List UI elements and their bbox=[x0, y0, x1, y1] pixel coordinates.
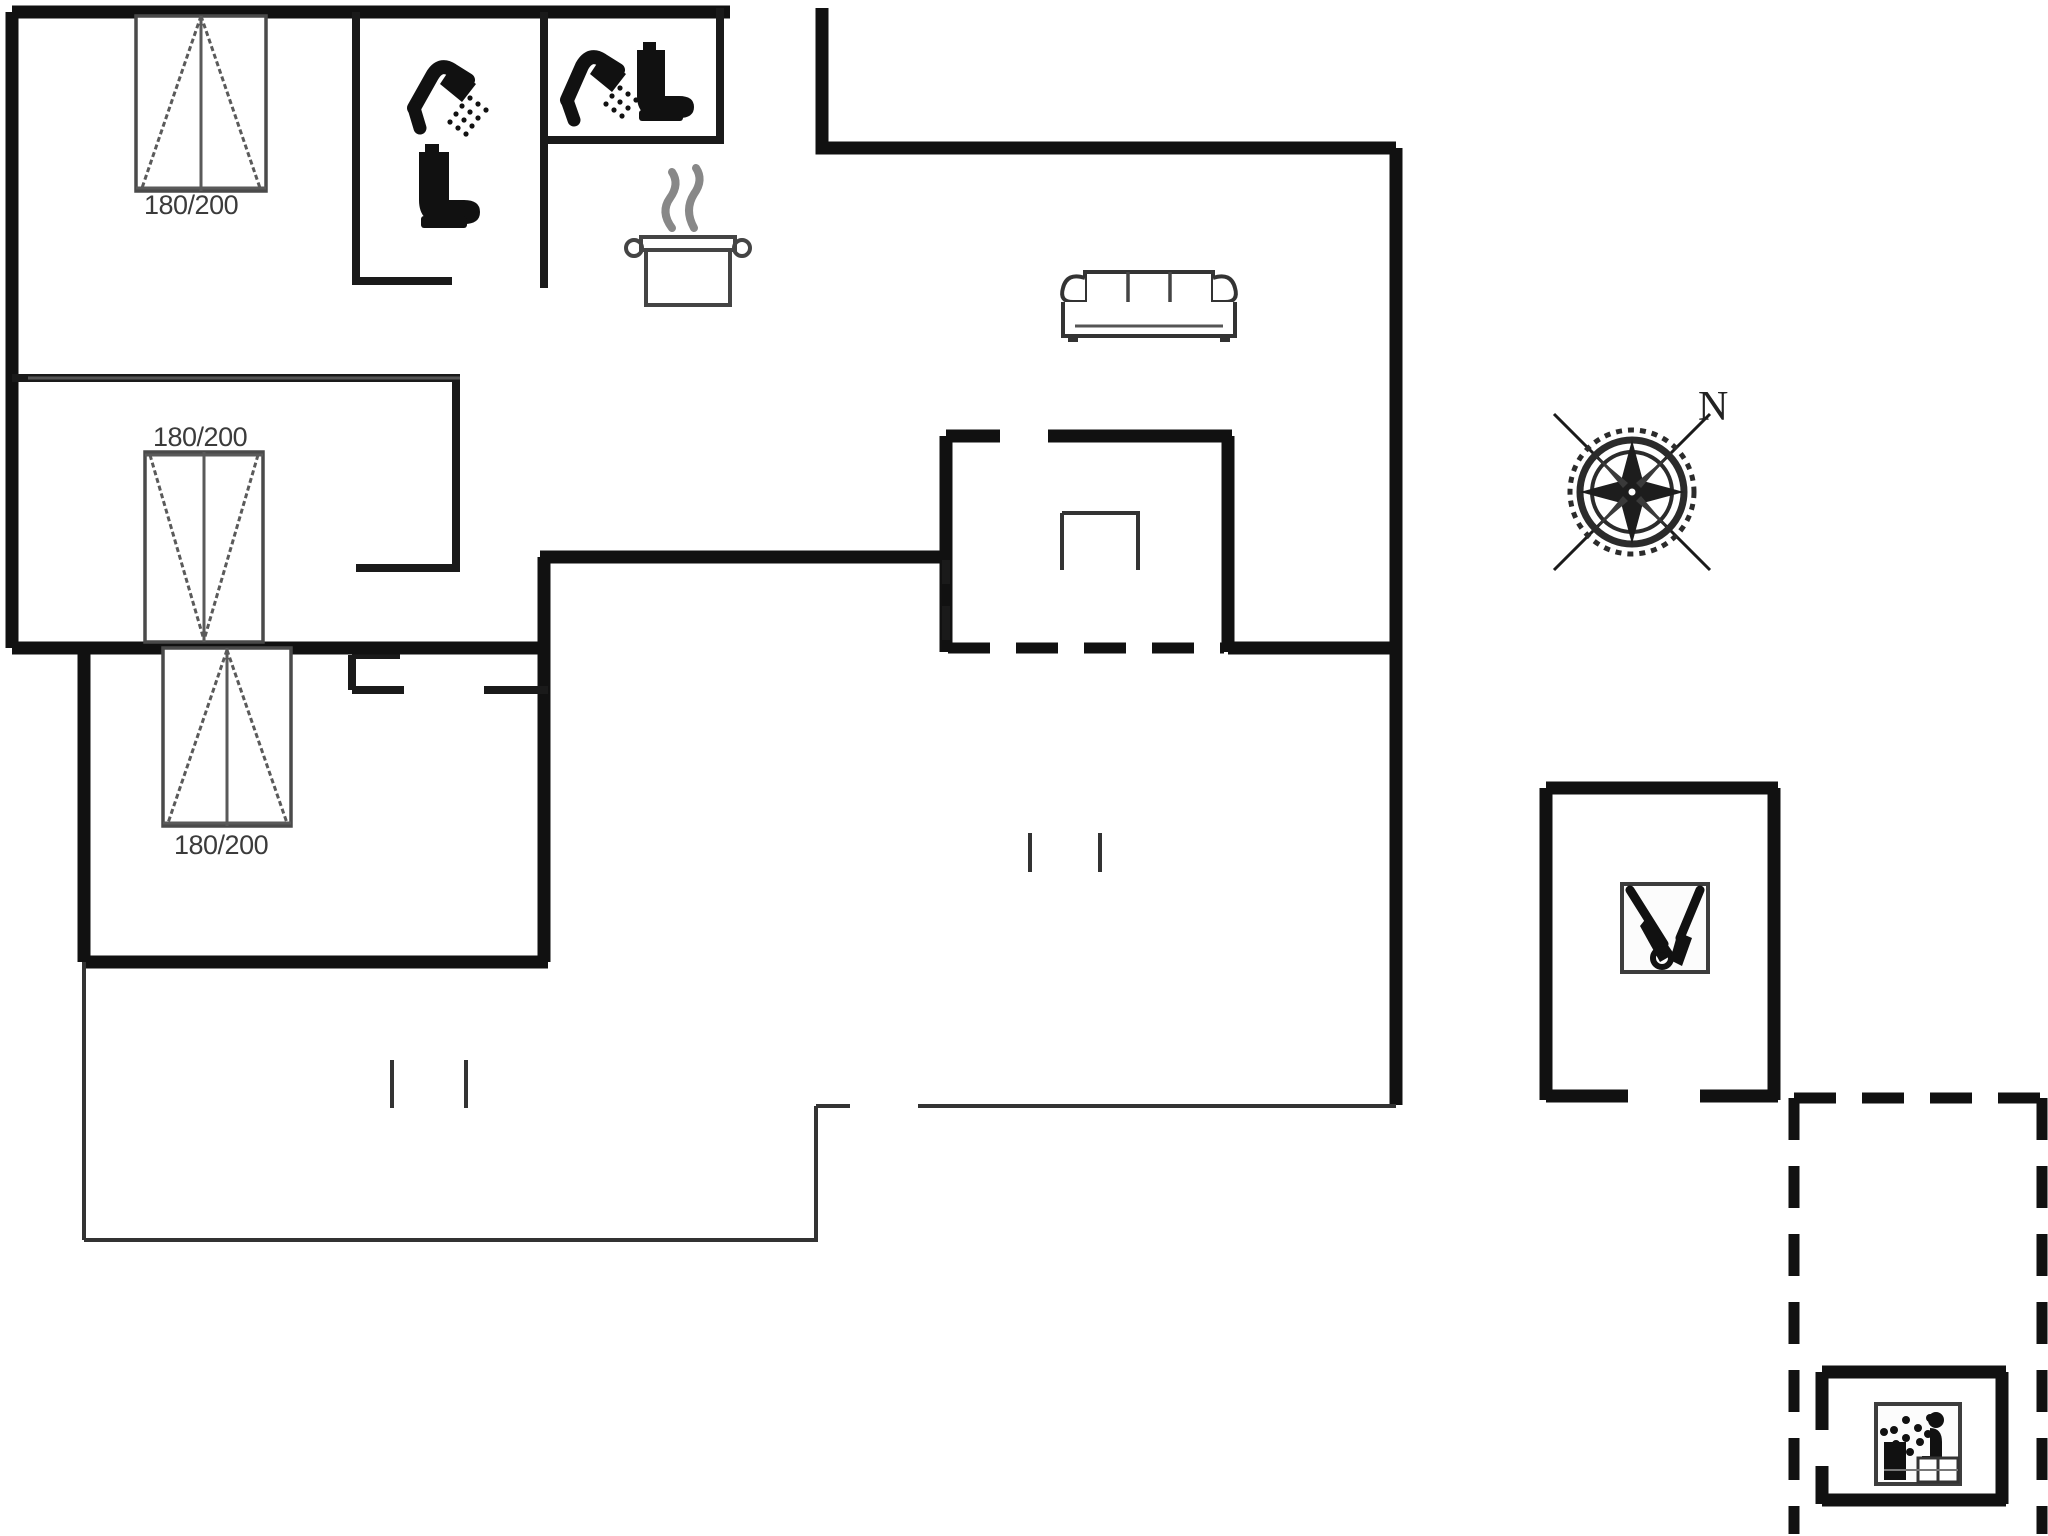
bed-dimension-label-3: 180/200 bbox=[174, 830, 269, 860]
outer-walls bbox=[5, 5, 1403, 1105]
shower-icon-2 bbox=[560, 50, 639, 127]
garden-tools-icon bbox=[1620, 882, 1710, 974]
sauna-room-walls bbox=[1815, 1365, 2009, 1507]
sauna-icon bbox=[1874, 1402, 1962, 1486]
bed-icon-1 bbox=[134, 14, 268, 193]
cooking-pot-icon bbox=[624, 164, 752, 307]
bed-dimension-label-1: 180/200 bbox=[144, 190, 239, 220]
interior-walls-middle bbox=[28, 376, 952, 700]
shed-walls bbox=[1539, 781, 1781, 1103]
interior-walls-upper bbox=[12, 8, 724, 572]
step-tick-marks bbox=[390, 833, 1102, 1108]
north-label: N bbox=[1698, 384, 1729, 430]
bed-icon-3 bbox=[161, 646, 293, 828]
sofa-icon bbox=[1060, 270, 1238, 342]
sauna-annex-outline bbox=[1788, 1092, 2048, 1534]
toilet-icon-1 bbox=[419, 144, 480, 228]
fireplace-walls bbox=[939, 429, 1396, 655]
terrace-outline bbox=[82, 962, 1396, 1242]
bed-icon-2 bbox=[143, 450, 265, 644]
toilet-icon-2 bbox=[637, 42, 694, 121]
shower-icon-1 bbox=[407, 60, 489, 137]
bed-dimension-label-2: 180/200 bbox=[153, 422, 248, 452]
compass-rose-icon bbox=[1552, 412, 1712, 572]
